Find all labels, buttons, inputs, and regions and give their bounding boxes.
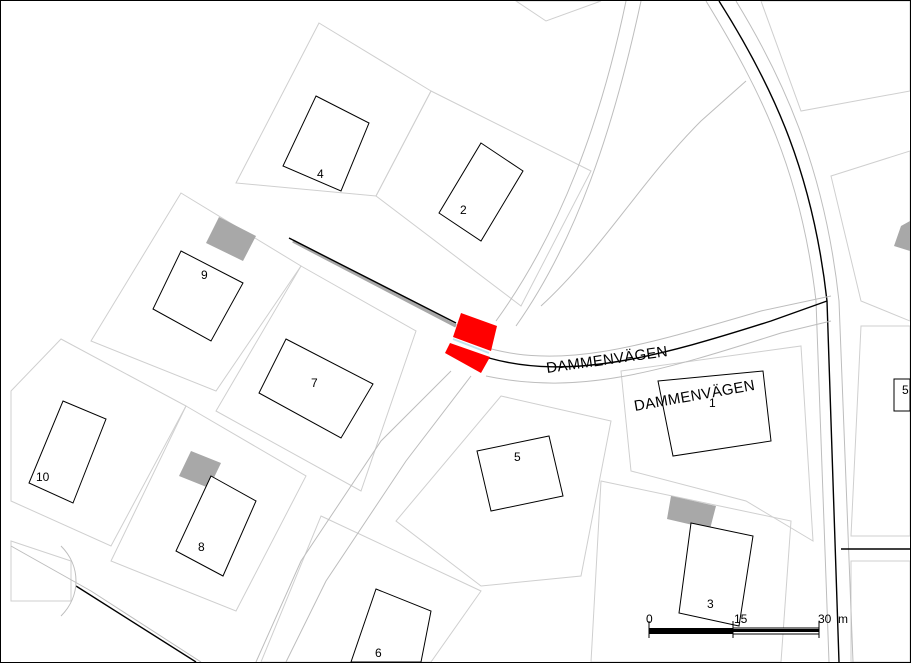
scale-bar: 0 15 30 m: [646, 612, 848, 638]
building-1: [657, 370, 772, 457]
building-10: [28, 400, 107, 504]
sw-road-edge-a: [10, 545, 202, 662]
building-5: [476, 435, 564, 512]
house-number-4: 4: [317, 167, 324, 181]
sw-road-line: [75, 585, 197, 662]
house-number-7: 7: [311, 376, 318, 390]
parcel-east-5: [850, 325, 910, 537]
parcel-10: [10, 338, 187, 547]
building-9: [152, 250, 244, 342]
garage-3: [667, 496, 716, 529]
building-east-5: [893, 378, 910, 412]
house-number-1: 1: [709, 396, 716, 410]
scale-bar-segment-3: [733, 629, 819, 632]
parcel-east-mid: [830, 150, 910, 322]
dammenvagen-edge-lower: [485, 320, 832, 384]
dammenvagen-edge-upper: [480, 295, 832, 357]
street-label-upper: DAMMENVÄGEN: [545, 343, 669, 377]
house-number-2: 2: [460, 203, 467, 217]
highlight-south[interactable]: [445, 343, 490, 373]
main-road-edge-left: [705, 1, 830, 662]
sw-road-curb: [60, 545, 77, 617]
house-number-east-5: 5: [902, 383, 909, 397]
garage-9: [206, 217, 256, 261]
parcel-1: [620, 345, 814, 542]
parcel-bottom-left: [10, 540, 72, 602]
house-number-6: 6: [375, 646, 382, 660]
north-path-loop: [540, 80, 747, 307]
building-8: [175, 475, 257, 577]
footpath-edge-b: [285, 375, 472, 662]
footpath-edge-a: [255, 370, 452, 662]
garage-east: [894, 221, 910, 251]
parcel-lines: [10, 1, 910, 662]
highlight-north[interactable]: [453, 313, 497, 351]
dammenvagen-west-line: [288, 237, 457, 324]
house-number-10: 10: [36, 470, 50, 484]
dammenvagen-grey-segment: [292, 239, 457, 328]
parcel-3: [590, 480, 792, 662]
parcel-9: [90, 192, 302, 392]
main-road-line: [718, 1, 840, 662]
house-number-labels: 4 2 9 7 10 8 6 5 1 3 5: [36, 167, 909, 660]
parcel-8: [110, 405, 307, 612]
scale-bar-segment-1: [649, 628, 733, 634]
parcel-2: [375, 90, 592, 307]
highlight-water-line: [452, 338, 490, 354]
scale-label-0: 0: [646, 612, 653, 626]
north-path-edge-b: [515, 1, 642, 327]
road-network: [10, 1, 910, 662]
house-number-8: 8: [198, 540, 205, 554]
house-number-9: 9: [201, 268, 208, 282]
parcel-6: [260, 515, 482, 662]
parcel-top-mid: [515, 1, 602, 22]
house-number-3: 3: [707, 597, 714, 611]
parcel-east-bottom: [850, 560, 910, 662]
house-number-5: 5: [514, 450, 521, 464]
parcel-7: [215, 265, 417, 492]
buildings: [28, 95, 910, 662]
parcel-east-top: [760, 1, 910, 112]
building-2: [438, 142, 524, 242]
building-3: [678, 522, 754, 627]
north-path-edge-a: [495, 1, 627, 322]
scale-label-30: 30: [818, 612, 832, 626]
highlighted-area[interactable]: [445, 313, 497, 373]
building-6: [350, 588, 432, 662]
scale-label-15: 15: [734, 612, 748, 626]
scale-label-unit: m: [838, 612, 848, 626]
main-road-edge-right: [735, 1, 854, 662]
building-7: [258, 338, 374, 439]
building-4: [282, 95, 370, 192]
parcel-5: [395, 395, 612, 587]
dammenvagen-line: [488, 300, 828, 368]
